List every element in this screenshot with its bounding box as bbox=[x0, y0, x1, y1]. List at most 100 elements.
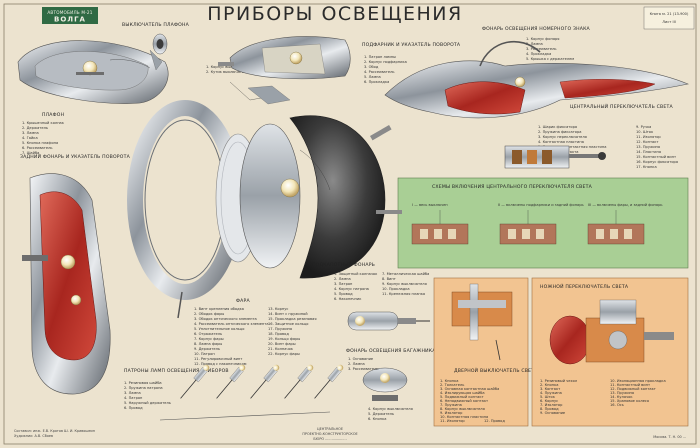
scheme-panel: СХЕМЫ ВКЛЮЧЕНИЯ ЦЕНТРАЛЬНОГО ПЕРЕКЛЮЧАТЕ… bbox=[397, 177, 689, 269]
sk-item-3: 3. Лампа bbox=[124, 391, 141, 395]
ds-item-5: 5. Подвижный контакт bbox=[440, 395, 484, 399]
uh-item-3: 3. Патрон bbox=[334, 282, 353, 286]
hl-item-3: 3. Ободок оптического элемента bbox=[194, 317, 257, 321]
central-switch-drawing bbox=[504, 145, 606, 169]
plafond-title: ПЛАФОН bbox=[42, 112, 64, 118]
foot-switch-title: НОЖНОЙ ПЕРЕКЛЮЧАТЕЛЬ СВЕТА bbox=[540, 283, 629, 290]
hl-item-2: 2. Ободок фары bbox=[194, 312, 224, 316]
sheet-info-2: Лист III bbox=[662, 20, 675, 24]
cs-item-16: 16. Корпус фиксатора bbox=[636, 160, 678, 164]
hl-item-21: 21. Колпачок bbox=[268, 347, 294, 351]
footer-right: Москва. Т. Н. 00 ... bbox=[653, 435, 686, 439]
hl-item-5: 5. Уплотнительное кольцо bbox=[194, 327, 244, 331]
fs-item-5: 5. Шток bbox=[540, 395, 556, 399]
underhood-legend: 1. Защитный колпачок 2. Лампа 3. Патрон … bbox=[334, 272, 429, 301]
cs-item-14: 14. Пластина bbox=[636, 150, 661, 154]
badge-bottom: ВОЛГА bbox=[54, 16, 86, 24]
parking-item-5: 5. Лампа bbox=[364, 75, 381, 79]
plafond-switch-drawing bbox=[149, 33, 168, 71]
poster-border bbox=[3, 3, 697, 445]
cs-item-11: 11. Изолятор bbox=[636, 135, 661, 139]
footer-center-2: ПРОЕКТНО-КОНСТРУКТОРСКОЕ bbox=[302, 432, 357, 436]
cs-item-5: 5. Подвижная контактная пластина bbox=[538, 145, 606, 149]
trunk-lamp-legend: 1. Основание 2. Лампа 3. Рассеиватель 4.… bbox=[348, 357, 413, 421]
hl-item-17: 17. Пружина bbox=[268, 327, 292, 331]
tl-item-5: 5. Держатель bbox=[368, 412, 394, 416]
hl-item-10: 10. Патрон bbox=[194, 352, 215, 356]
uh-item-5: 5. Провод bbox=[334, 292, 353, 296]
footer-left-1: Составил: инж. Е.В. Кротов Ш. И. Кривоше… bbox=[14, 429, 95, 433]
parking-lamp-title: ПОДФАРНИК И УКАЗАТЕЛЬ ПОВОРОТА bbox=[362, 42, 461, 48]
ds-item-1: 1. Кнопка bbox=[440, 379, 458, 383]
hl-item-19: 19. Кольцо фары bbox=[268, 337, 300, 341]
cs-item-12: 12. Контакт bbox=[636, 140, 659, 144]
ds-item-8: 8. Корпус выключателя bbox=[440, 407, 485, 411]
door-switch-title: ДВЕРНОЙ ВЫКЛЮЧАТЕЛЬ СВЕТА bbox=[454, 367, 538, 374]
fs-item-1: 1. Резиновый чехол bbox=[540, 379, 577, 383]
fs-item-14: 14. Кулачок bbox=[610, 395, 633, 399]
scheme-title: СХЕМЫ ВКЛЮЧЕНИЯ ЦЕНТРАЛЬНОГО ПЕРЕКЛЮЧАТЕ… bbox=[432, 184, 593, 190]
footer-left-2: Художник: А.В. Сбоев bbox=[14, 434, 53, 438]
ds-item-11: 11. Изолятор bbox=[440, 419, 465, 423]
plafond-legend: 1. Крышечный колпак 2. Держатель 3. Ламп… bbox=[22, 121, 65, 155]
plafond-item-1: 1. Крышечный колпак bbox=[22, 121, 65, 125]
uh-item-7: 7. Металлическая шайба bbox=[382, 272, 429, 276]
uh-item-2: 2. Лампа bbox=[334, 277, 351, 281]
fs-item-7: 7. Изолятор bbox=[540, 403, 563, 407]
hl-item-4: 4. Рассеиватель оптического элемента bbox=[194, 322, 269, 326]
switch-item-2: 2. Кутик выключателя bbox=[206, 70, 249, 74]
plate-lamp-drawing bbox=[384, 40, 690, 119]
plafond-item-6: 6. Рассеиватель bbox=[22, 146, 52, 150]
parking-item-2: 2. Корпус подфарника bbox=[364, 60, 407, 64]
tl-item-4: 4. Корпус выключателя bbox=[368, 407, 413, 411]
fs-item-6: 6. Корпус bbox=[540, 399, 558, 403]
ds-item-6: 6. Неподвижный контакт bbox=[440, 399, 488, 403]
hl-item-7: 7. Корпус фары bbox=[194, 337, 224, 341]
plate-lamp-legend: 1. Корпус фонаря 2. Лампа 3. Рассеивател… bbox=[526, 37, 574, 61]
poster-title: ПРИБОРЫ ОСВЕЩЕНИЯ bbox=[207, 3, 462, 25]
headlamp-legend: 1. Винт крепления ободка 2. Ободок фары … bbox=[194, 307, 316, 366]
parking-item-1: 1. Патрон лампы bbox=[364, 55, 396, 59]
plate-item-4: 4. Прокладка bbox=[526, 52, 551, 56]
parking-item-6: 6. Прокладка bbox=[364, 80, 389, 84]
door-switch-legend: 1. Кнопка 2. Толкатель 3. Основная конта… bbox=[440, 379, 505, 423]
scheme-diagram-1: I — весь выключен bbox=[411, 203, 469, 245]
hl-item-1: 1. Винт крепления ободка bbox=[194, 307, 244, 311]
hl-item-20: 20. Винт фары bbox=[268, 342, 296, 346]
fs-item-15: 15. Храповое колесо bbox=[610, 399, 649, 403]
fs-item-4: 4. Пружина bbox=[540, 391, 562, 395]
fs-item-3: 3. Контакт bbox=[540, 387, 560, 391]
ds-item-10: 10. Контактная пластина bbox=[440, 415, 488, 419]
plafond-drawing bbox=[17, 40, 169, 104]
parking-item-4: 4. Рассеиватель bbox=[364, 70, 394, 74]
headlamp-title: ФАРА bbox=[236, 298, 250, 304]
hl-item-13: 13. Корпус bbox=[268, 307, 288, 311]
brand-badge: АВТОМОБИЛЬ М-21 ВОЛГА bbox=[42, 7, 98, 24]
footer-center-1: ЦЕНТРАЛЬНОЕ bbox=[317, 427, 343, 431]
trunk-lamp-drawing bbox=[362, 367, 408, 401]
sockets-legend: 1. Резиновая шайба 2. Пружина патрона 3.… bbox=[124, 381, 171, 410]
fs-item-13: 13. Пружина bbox=[610, 391, 634, 395]
scheme-caption-1: I — весь выключен bbox=[412, 203, 448, 207]
plafond-item-5: 5. Кнопка плафона bbox=[22, 141, 58, 145]
parking-lamp-legend: 1. Патрон лампы 2. Корпус подфарника 3. … bbox=[364, 55, 407, 84]
poster-footer: Составил: инж. Е.В. Кротов Ш. И. Кривоше… bbox=[14, 427, 686, 441]
footer-center-3: БЮРО .................... bbox=[313, 437, 346, 441]
uh-item-4: 4. Корпус патрона bbox=[334, 287, 369, 291]
uh-item-1: 1. Защитный колпачок bbox=[334, 272, 378, 276]
ds-item-9: 9. Изолятор bbox=[440, 411, 463, 415]
fs-item-16: 16. Ось bbox=[610, 403, 624, 407]
sockets-title: ПАТРОНЫ ЛАМП ОСВЕЩЕНИЯ ПРИБОРОВ bbox=[124, 368, 229, 374]
ds-item-2: 2. Толкатель bbox=[440, 383, 464, 387]
fs-item-10: 10. Изоляционная прокладка bbox=[610, 379, 666, 383]
tl-item-2: 2. Лампа bbox=[348, 362, 365, 366]
tl-item-1: 1. Основание bbox=[348, 357, 374, 361]
plafond-item-4: 4. Гайка bbox=[22, 136, 38, 140]
underhood-title: ПОДКАПОТНЫЙ ФОНАРЬ bbox=[312, 261, 375, 268]
hl-item-11: 11. Регулировочный винт bbox=[194, 357, 242, 361]
sk-item-4: 4. Патрон bbox=[124, 396, 143, 400]
cs-item-3: 3. Корпус переключателя bbox=[538, 135, 587, 139]
door-switch-panel: ДВЕРНОЙ ВЫКЛЮЧАТЕЛЬ СВЕТА 1. Кнопка 2. Т… bbox=[433, 277, 538, 427]
cs-item-9: 9. Ручка bbox=[636, 125, 651, 129]
